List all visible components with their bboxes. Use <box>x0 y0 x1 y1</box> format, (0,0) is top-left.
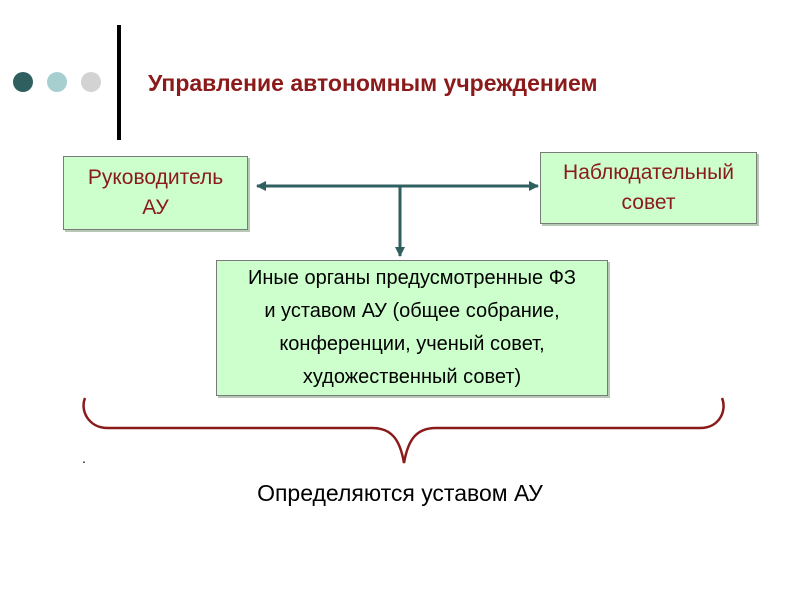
other-bodies-line: конференции, ученый совет, <box>279 333 545 355</box>
decor-dot-mid <box>47 72 67 92</box>
decor-dot-light <box>81 72 101 92</box>
other-bodies-line: и уставом АУ (общее собрание, <box>264 300 560 322</box>
other-bodies-box: Иные органы предусмотренные ФЗ и уставом… <box>216 260 608 396</box>
curly-brace <box>82 397 725 464</box>
decor-dot-dark <box>13 72 33 92</box>
other-bodies-line: художественный совет) <box>302 366 522 388</box>
board-box-line: Наблюдательный <box>563 161 734 184</box>
bullet-marker: . <box>82 450 86 466</box>
footer-caption: Определяются уставом АУ <box>257 480 543 506</box>
supervisory-board-box: Наблюдательный совет <box>540 152 757 224</box>
other-bodies-line: Иные органы предусмотренные ФЗ <box>247 267 577 289</box>
head-box: Руководитель АУ <box>63 156 248 230</box>
title-divider-bar <box>117 25 121 140</box>
head-box-line: АУ <box>142 196 169 219</box>
head-box-line: Руководитель <box>87 166 224 189</box>
board-box-line: совет <box>621 191 676 214</box>
slide-title: Управление автономным учреждением <box>148 70 598 96</box>
